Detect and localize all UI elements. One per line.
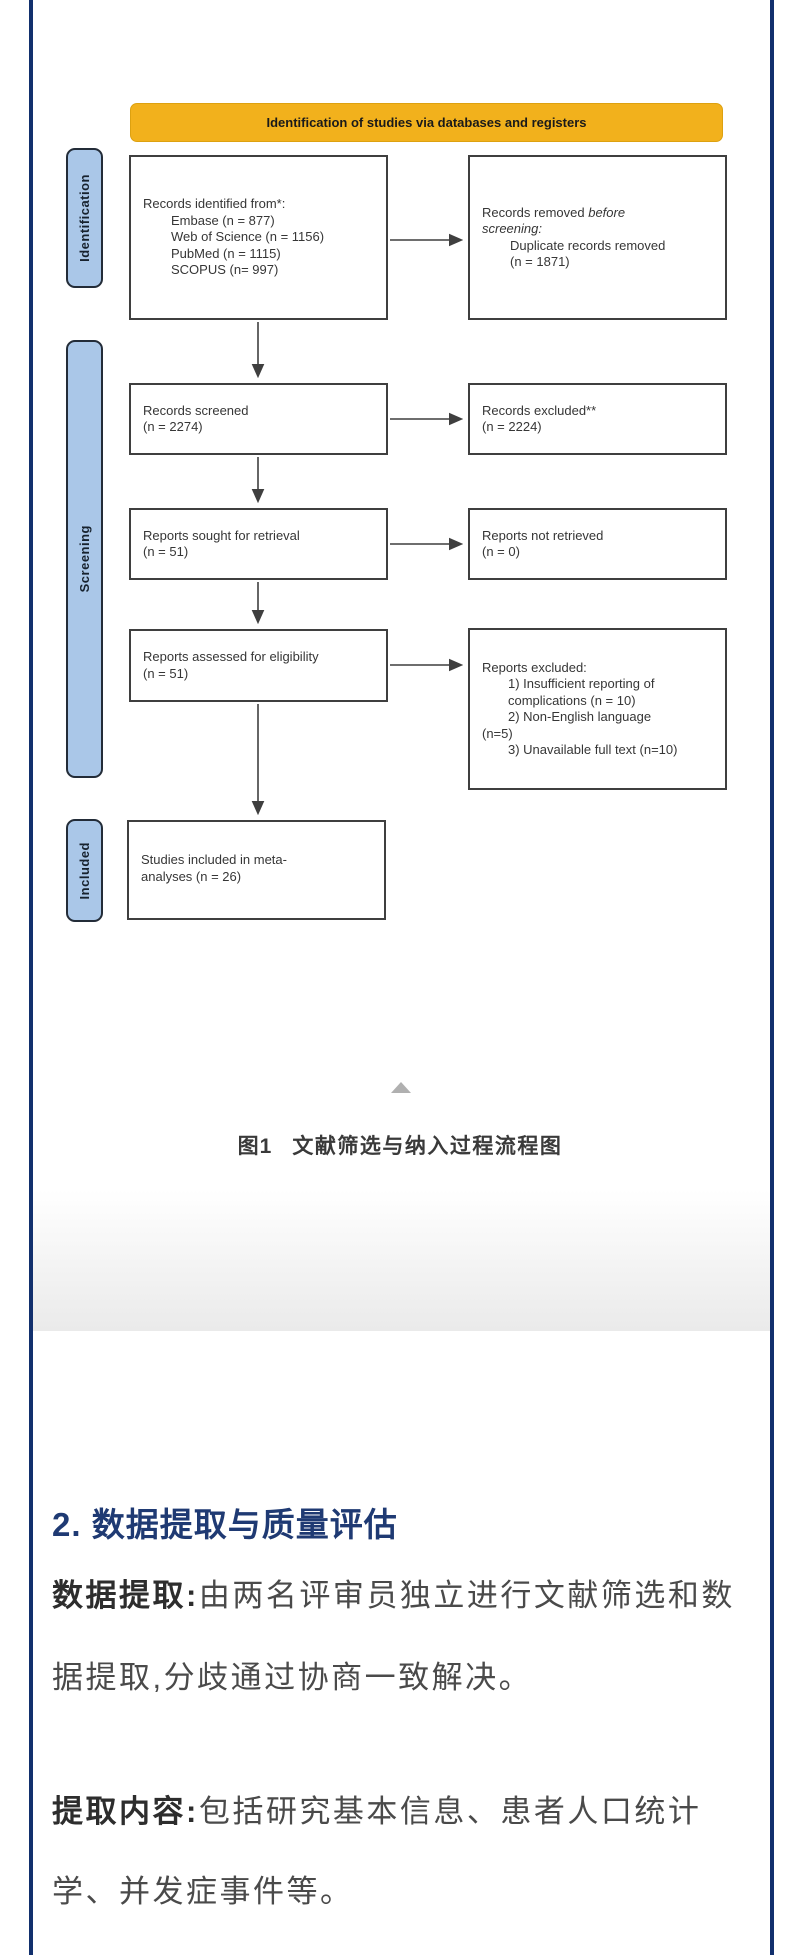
box-line: complications (n = 10) (508, 692, 636, 708)
box-line: 2) Non-English language (508, 709, 652, 724)
box-line: Studies included in meta- (141, 852, 287, 867)
stage-screening: Screening (66, 340, 103, 778)
box-line: Duplicate records removed (510, 237, 666, 253)
section-divider-fade (33, 1190, 770, 1331)
paragraph-text: 据提取,分歧通过协商一致解决。 (52, 1660, 533, 1695)
box-line: analyses (n = 26) (141, 868, 242, 884)
box-line: 3) Unavailable full text (n=10) (508, 742, 678, 757)
box-line: PubMed (n = 1115) (171, 245, 281, 261)
box-line: Web of Science (n = 1156) (171, 229, 325, 245)
box-line: Reports not retrieved (482, 527, 604, 543)
box-line: (n = 51) (143, 544, 189, 559)
paragraph-data-extraction-line2: 据提取,分歧通过协商一致解决。 (52, 1652, 764, 1697)
page-border-left (29, 0, 33, 1955)
box-line: (n = 1871) (510, 254, 570, 269)
stage-identification: Identification (66, 148, 103, 288)
paragraph-extract-content-line2: 学、并发症事件等。 (52, 1866, 764, 1911)
box-line: Reports assessed for eligibility (143, 649, 319, 664)
section-heading: 2. 数据提取与质量评估 (52, 1506, 398, 1543)
box-line: SCOPUS (n= 997) (171, 262, 279, 278)
paragraph-text: 由两名评审员独立进行文献筛选和数 (198, 1578, 735, 1613)
box-line-text-italic: before (588, 204, 626, 220)
stage-included: Included (66, 819, 103, 922)
box-records-screened: Records screened (n = 2274) (129, 383, 388, 455)
box-reports-assessed: Reports assessed for eligibility (n = 51… (129, 629, 388, 702)
box-line: (n = 51) (143, 665, 189, 681)
box-records-identified: Records identified from*: Embase (n = 87… (129, 155, 388, 320)
box-reports-sought: Reports sought for retrieval (n = 51) (129, 508, 388, 580)
figure-caption-text: 文献筛选与纳入过程流程图 (292, 1135, 563, 1158)
box-line: screening: (482, 221, 542, 236)
box-line: Reports excluded: (482, 659, 587, 675)
figure-caption: 图1 文献筛选与纳入过程流程图 (0, 1130, 800, 1160)
paragraph-text: 学、并发症事件等。 (52, 1874, 354, 1909)
box-line: Reports sought for retrieval (143, 527, 300, 543)
diagram-header-label: Identification of studies via databases … (266, 115, 587, 130)
box-line: Records screened (143, 402, 249, 418)
box-line: (n = 2224) (482, 419, 542, 434)
page-border-right (770, 0, 774, 1955)
box-records-excluded: Records excluded** (n = 2224) (468, 383, 727, 455)
box-records-removed: Records removed before screening: Duplic… (468, 155, 727, 320)
up-triangle-icon (391, 1082, 411, 1093)
paragraph-label: 提取内容: (52, 1794, 199, 1829)
box-line: (n = 0) (482, 544, 520, 559)
box-line-text: Records removed (482, 204, 589, 220)
paragraph-extract-content-line1: 提取内容:包括研究基本信息、患者人口统计 (52, 1786, 764, 1831)
paragraph-text: 包括研究基本信息、患者人口统计 (198, 1794, 702, 1829)
box-studies-included: Studies included in meta- analyses (n = … (127, 820, 386, 920)
figure-caption-number: 图1 (237, 1135, 273, 1158)
box-line: (n = 2274) (143, 419, 203, 434)
box-line: Embase (n = 877) (171, 212, 275, 228)
paragraph-data-extraction-line1: 数据提取:由两名评审员独立进行文献筛选和数 (52, 1570, 764, 1615)
box-line: Records removed before (482, 205, 713, 222)
box-reports-excluded-reasons: Reports excluded: 1) Insufficient report… (468, 628, 727, 790)
box-line: Records identified from*: (143, 196, 286, 212)
flow-arrows (251, 233, 464, 816)
box-reports-not-retrieved: Reports not retrieved (n = 0) (468, 508, 727, 580)
box-line: 1) Insufficient reporting of (508, 676, 655, 691)
paragraph-label: 数据提取: (52, 1578, 199, 1613)
box-line: (n=5) (482, 725, 513, 741)
box-line: Records excluded** (482, 402, 597, 418)
diagram-header-banner: Identification of studies via databases … (130, 103, 723, 142)
